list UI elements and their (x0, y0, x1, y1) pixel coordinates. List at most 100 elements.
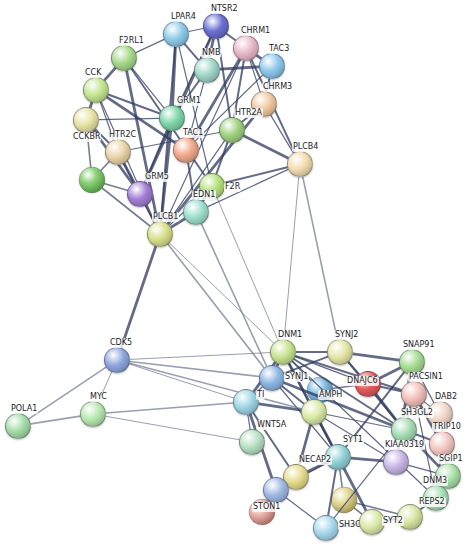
interaction-edge (380, 368, 401, 378)
protein-label: EDN1 (192, 190, 216, 200)
protein-label: TAC1 (182, 128, 204, 138)
protein-label: DAB2 (434, 392, 458, 402)
interaction-edge (244, 136, 289, 158)
protein-label: TAC3 (268, 44, 290, 54)
interaction-edge (292, 361, 426, 489)
protein-label: NECAP2 (298, 455, 332, 465)
protein-label: REPS2 (418, 497, 446, 507)
protein-label: AMPH (318, 390, 343, 400)
protein-sphere (327, 339, 353, 365)
protein-node: SYT2 (359, 509, 385, 535)
protein-label: POLA1 (10, 404, 38, 414)
protein-sphere (203, 13, 229, 39)
protein-node: DNAJC6 (355, 371, 381, 397)
protein-node: NMB (194, 57, 220, 83)
protein-node: POLA1 (5, 413, 31, 439)
protein-label: NMB (201, 48, 221, 58)
protein-label: GRM5 (144, 172, 170, 182)
protein-sphere (219, 117, 245, 143)
protein-sphere (383, 449, 409, 475)
interaction-edge (201, 224, 266, 366)
interaction-edge (185, 44, 199, 60)
protein-label: SYNJ1 (284, 372, 309, 382)
protein-node: SYNJ2 (327, 339, 353, 365)
interaction-edge (225, 167, 288, 183)
protein-label: WNT5A (256, 420, 287, 430)
protein-label: DNAJC6 (346, 376, 379, 386)
protein-sphere (127, 181, 153, 207)
protein-label: CDK5 (109, 338, 133, 348)
protein-node: TAC3 (259, 53, 285, 79)
protein-label: SH3GL2 (400, 408, 434, 418)
protein-node: PLCB1 (147, 221, 173, 247)
interaction-edge (271, 115, 294, 153)
protein-sphere (301, 399, 327, 425)
interaction-edge (217, 198, 278, 340)
protein-node: CCK (83, 77, 109, 103)
protein-label: GRM1 (176, 96, 202, 106)
protein-sphere (159, 105, 185, 131)
protein-sphere (5, 413, 31, 439)
protein-node: STON1 (263, 477, 289, 503)
protein-label: DNM3 (422, 476, 448, 486)
protein-label: CHRM3 (262, 82, 293, 92)
protein-node: F2RL1 (111, 45, 137, 71)
interaction-edge (351, 458, 383, 461)
interaction-edge (99, 118, 159, 119)
protein-label: F2R (224, 182, 241, 192)
interaction-edge (416, 435, 430, 440)
protein-node: PACSIN1 (401, 381, 427, 407)
protein-node: PLCB4 (287, 151, 313, 177)
protein-node: TAC1 (173, 137, 199, 163)
protein-sphere (173, 137, 199, 163)
protein-label: PLCB4 (292, 142, 319, 152)
protein-sphere (287, 151, 313, 177)
interaction-edge (328, 470, 336, 515)
protein-node: SYNJ1 (259, 365, 285, 391)
protein-node: CCKBR (73, 107, 99, 133)
interaction-edge (168, 114, 256, 224)
protein-label: NTSR2 (210, 4, 239, 14)
protein-node: AMPH (301, 399, 327, 425)
interaction-edge (353, 354, 399, 360)
interaction-edge (381, 387, 402, 391)
protein-label: LPAR4 (170, 12, 197, 22)
protein-sphere (147, 221, 173, 247)
protein-node: MYC (80, 401, 106, 427)
interaction-edge (286, 498, 315, 520)
protein-node: LPAR4 (163, 21, 189, 47)
protein-label: HTR2A (234, 108, 263, 118)
interaction-edge (121, 246, 156, 347)
protein-label: SYNJ2 (334, 330, 359, 340)
protein-label: DNM1 (277, 330, 303, 340)
protein-label: HTR2C (108, 130, 137, 140)
interaction-edge (189, 29, 204, 32)
protein-label: SYT1 (342, 435, 364, 445)
protein-label: MYC (89, 392, 108, 402)
interaction-edge (130, 353, 270, 360)
protein-label: CHRM1 (240, 26, 271, 36)
interaction-edge (303, 177, 338, 340)
protein-sphere (105, 139, 131, 165)
interaction-edge (220, 67, 259, 69)
protein-label: SGIP1 (438, 454, 464, 464)
interaction-edge (168, 244, 264, 367)
protein-node: GRM5 (127, 181, 153, 207)
protein-sphere (233, 35, 259, 61)
protein-sphere (263, 477, 289, 503)
protein-label: TRIP10 (432, 422, 462, 432)
protein-sphere (163, 21, 189, 47)
protein-sphere (239, 429, 265, 455)
protein-label: PLCB1 (152, 212, 179, 222)
interaction-edge (216, 142, 227, 174)
protein-sphere (73, 107, 99, 133)
interaction-edge (31, 416, 80, 424)
interaction-edge (127, 71, 158, 222)
protein-node: NTSR2 (203, 13, 229, 39)
protein-node: CDK5 (104, 347, 130, 373)
protein-sphere (270, 339, 296, 365)
protein-label: KIAA0319 (384, 440, 425, 450)
protein-label: TI (256, 390, 265, 400)
protein-sphere (401, 381, 427, 407)
protein-node: DNM1 (270, 339, 296, 365)
